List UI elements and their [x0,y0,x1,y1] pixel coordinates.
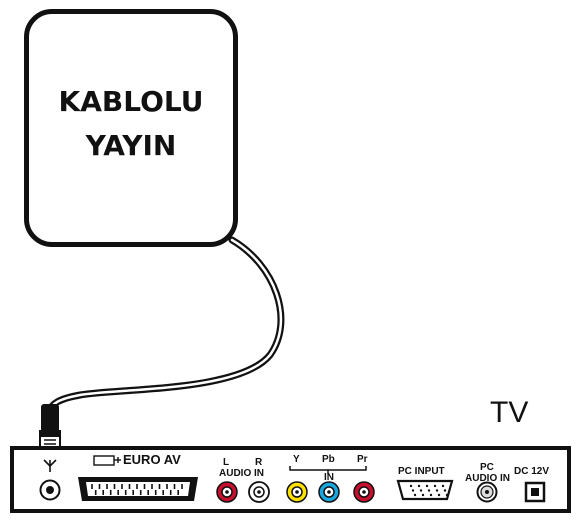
component-bracket [289,466,367,474]
cable-source-label-line1: KABLOLU [58,85,204,118]
cable-source-box [24,9,238,247]
component-in-label: IN [324,472,334,483]
antenna-symbol-icon [43,459,57,472]
component-y-jack [286,481,308,503]
antenna-jack [39,479,61,501]
scart-socket [78,477,198,501]
euro-av-label: EURO AV [123,452,181,467]
antenna-plug [39,404,61,449]
cable-source-label-line2: YAYIN [85,129,177,162]
audio-r-label: R [255,457,263,468]
dc-12v-label: DC 12V [514,466,550,477]
pc-input-label: PC INPUT [398,466,445,477]
component-pb-jack [318,481,340,503]
audio-l-label: L [223,457,230,468]
pc-audio-jack [476,481,498,503]
component-pr-label: Pr [357,454,368,465]
pc-audio-label-top: PC [480,462,494,473]
cable-source-label: KABLOLU YAYIN [24,80,238,168]
component-pb-label: Pb [322,454,335,465]
dc-12v-jack [524,481,546,503]
tv-label: TV [490,396,529,429]
pc-audio-label-bottom: AUDIO IN [465,473,510,484]
audio-in-label: AUDIO IN [219,468,264,479]
pc-input-vga-socket [396,479,454,501]
audio-r-jack [248,481,270,503]
component-y-label: Y [293,454,300,465]
scart-icon [93,455,121,466]
audio-l-jack [216,481,238,503]
component-pr-jack [353,481,375,503]
